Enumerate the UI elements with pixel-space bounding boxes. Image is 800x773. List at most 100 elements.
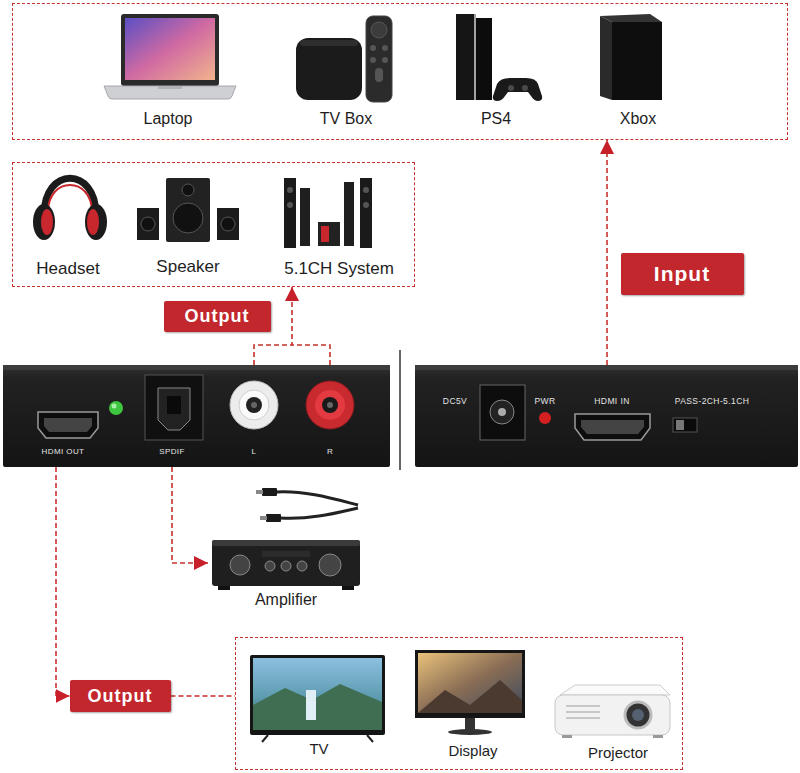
surround-system-picture-part — [318, 222, 340, 246]
converter-back-panel-part — [480, 385, 525, 440]
tag-label: Output — [185, 306, 250, 327]
projector-picture — [555, 685, 670, 738]
converter-back-panel-part — [415, 365, 798, 467]
tv-picture — [250, 655, 385, 742]
converter-front-panel-part — [145, 375, 203, 440]
tv-picture-part — [250, 655, 385, 735]
converter-back-panel-part — [490, 400, 514, 424]
surround-system-picture — [284, 178, 372, 248]
display-picture-part — [418, 680, 522, 713]
surround-system-picture-part — [287, 187, 293, 193]
display-picture-part — [448, 729, 492, 735]
device-group-box: LaptopTV BoxPS4Xbox — [12, 3, 788, 140]
device-label: Speaker — [156, 257, 219, 277]
projector-picture-part — [625, 702, 651, 728]
display-picture-part — [418, 653, 522, 713]
amplifier-picture-part — [281, 561, 291, 571]
speaker-picture-part — [141, 217, 155, 231]
converter-front-panel-part — [251, 402, 257, 408]
converter-front-panel-part — [246, 397, 262, 413]
projector-picture-part — [632, 709, 644, 721]
signal-connector — [56, 467, 70, 696]
amplifier-picture-part — [265, 561, 275, 571]
device-label: Projector — [588, 744, 648, 761]
xbox-picture-part — [600, 16, 612, 100]
speaker-picture — [137, 178, 239, 242]
projector-picture-part — [566, 711, 600, 713]
converter-back-panel-part — [539, 412, 551, 424]
converter-front-panel-part — [315, 390, 345, 420]
port-panel: HDMI OUTSPDIFLR — [3, 365, 390, 467]
converter-back-panel-part — [415, 365, 798, 370]
converter-back-panel-part — [673, 418, 697, 432]
signal-connector — [172, 467, 208, 563]
tv-box-picture-part — [366, 16, 392, 102]
tag-label: Output — [88, 686, 153, 707]
tv-picture-part — [306, 690, 316, 720]
ps4-picture — [456, 14, 542, 101]
surround-system-picture-part — [321, 226, 329, 242]
xbox-picture — [600, 14, 662, 100]
tv-picture-part — [262, 735, 268, 742]
device-label: TV Box — [320, 110, 372, 128]
port-label: SPDIF — [159, 447, 185, 456]
projector-picture-part — [560, 685, 670, 695]
optical-cable-picture — [256, 488, 358, 522]
converter-front-panel-part — [3, 365, 390, 370]
optical-cable-picture-part — [280, 508, 358, 518]
device-group-box: TVDisplayProjector — [235, 637, 683, 770]
optical-cable-picture-part — [262, 488, 277, 496]
headset-picture-part — [85, 204, 107, 240]
converter-front-panel — [3, 365, 390, 467]
port-label: DC5V — [443, 397, 467, 407]
laptop-picture-part — [121, 14, 219, 86]
laptop-picture-part — [158, 86, 182, 89]
headset-picture — [33, 178, 107, 240]
converter-front-panel-part — [112, 404, 117, 409]
speaker-picture-part — [182, 184, 194, 196]
port-label: R — [327, 447, 333, 456]
optical-cable-picture-part — [276, 492, 358, 505]
converter-front-panel-part — [327, 402, 333, 408]
xbox-picture-part — [600, 14, 662, 22]
device-label: TV — [309, 740, 328, 757]
projector-picture-part — [562, 735, 572, 738]
amplifier-picture-part — [218, 586, 230, 590]
converter-front-panel-part — [230, 381, 278, 429]
tv-picture-part — [367, 735, 373, 742]
tv-box-picture-part — [375, 68, 383, 82]
device-group-box: HeadsetSpeaker5.1CH System — [12, 162, 415, 287]
signal-tag: Output — [70, 680, 171, 712]
tv-box-picture-part — [370, 45, 376, 51]
surround-system-picture-part — [284, 178, 296, 248]
device-label: Laptop — [144, 110, 193, 128]
surround-system-picture-part — [300, 188, 310, 246]
amplifier-picture-part — [212, 540, 360, 546]
converter-back-panel-part — [575, 414, 650, 440]
converter-front-panel-part — [3, 365, 390, 467]
device-label: Amplifier — [255, 591, 317, 609]
converter-front-panel-part — [38, 412, 98, 438]
optical-cable-picture-part — [256, 490, 263, 494]
device-item: Amplifier — [208, 532, 364, 612]
converter-back-panel-part — [676, 420, 684, 430]
laptop-picture-part — [125, 18, 215, 80]
converter-front-panel-part — [306, 381, 354, 429]
speaker-picture-part — [217, 208, 239, 240]
tv-box-picture-part — [382, 57, 388, 63]
display-picture-part — [415, 650, 525, 718]
panel-divider — [399, 350, 401, 470]
port-panel: DC5VPWRHDMI INPASS-2CH-5.1CH — [415, 365, 798, 467]
device-label: 5.1CH System — [284, 259, 394, 279]
display-picture — [415, 650, 525, 735]
laptop-picture-part — [104, 86, 236, 99]
amplifier-picture — [212, 540, 360, 590]
tv-picture-part — [253, 684, 382, 730]
ps4-picture-part — [475, 14, 476, 100]
converter-front-panel-part — [322, 397, 338, 413]
signal-tag: Input — [621, 253, 744, 295]
optical-cable-picture-part — [266, 514, 281, 522]
converter-front-panel-part — [44, 418, 92, 432]
signal-connector — [171, 695, 236, 697]
